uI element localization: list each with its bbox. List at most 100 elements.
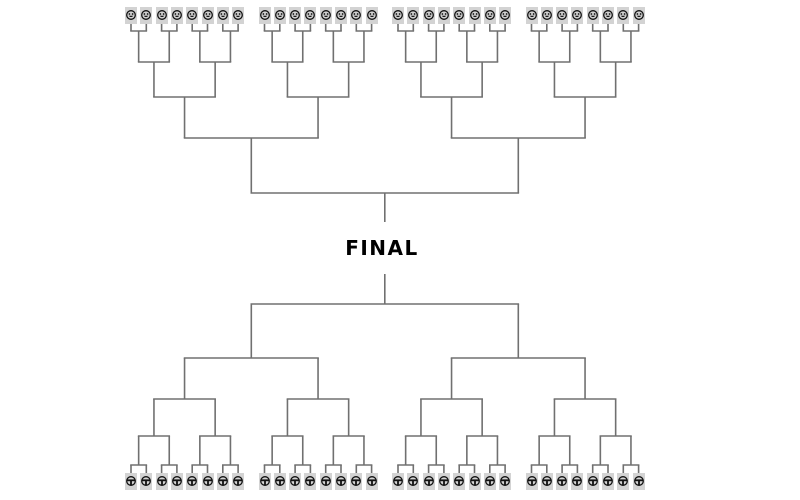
bottom-entrant-tile [422, 473, 435, 490]
helmet-icon [141, 476, 152, 486]
smiley-icon [305, 10, 316, 20]
smiley-icon [141, 10, 152, 20]
final-label: FINAL [345, 236, 419, 260]
helmet-icon [320, 476, 331, 486]
helmet-icon [290, 476, 301, 486]
helmet-icon [526, 476, 537, 486]
smiley-icon [156, 10, 167, 20]
smiley-icon [541, 10, 552, 20]
top-entrant-tile [483, 7, 496, 24]
smiley-icon [500, 10, 511, 20]
bottom-entrant-tile [186, 473, 199, 490]
helmet-icon [126, 476, 136, 486]
bottom-entrant-tile [540, 473, 553, 490]
smiley-icon [259, 10, 270, 20]
helmet-icon [469, 476, 480, 486]
helmet-icon [202, 476, 213, 486]
helmet-icon [633, 476, 644, 486]
top-entrant-tile [304, 7, 317, 24]
top-entrant-tile [422, 7, 435, 24]
smiley-icon [126, 10, 136, 20]
smiley-icon [187, 10, 198, 20]
bottom-entrant-tile [304, 473, 317, 490]
helmet-icon [408, 476, 419, 486]
bottom-entrant-tile [407, 473, 420, 490]
bottom-entrant-tile [125, 473, 137, 490]
helmet-icon [587, 476, 598, 486]
bottom-entrant-tile [201, 473, 214, 490]
bottom-entrant-tile [350, 473, 363, 490]
bottom-entrant-tile [586, 473, 599, 490]
top-entrant-tile [586, 7, 599, 24]
bottom-entrant-tile [216, 473, 229, 490]
helmet-icon [423, 476, 434, 486]
smiley-icon [274, 10, 285, 20]
bottom-entrant-tile [632, 473, 645, 490]
top-entrant-tile [216, 7, 229, 24]
smiley-icon [336, 10, 346, 20]
bottom-entrant-tile [289, 473, 302, 490]
smiley-icon [633, 10, 644, 20]
top-entrant-tile [155, 7, 168, 24]
smiley-icon [408, 10, 419, 20]
smiley-icon [557, 10, 568, 20]
bottom-entrant-tile [602, 473, 614, 490]
helmet-icon [156, 476, 167, 486]
smiley-icon [454, 10, 465, 20]
smiley-icon [202, 10, 213, 20]
helmet-icon [603, 476, 613, 486]
bottom-entrant-tile [232, 473, 245, 490]
top-entrant-tile [468, 7, 481, 24]
bottom-entrant-tile [437, 473, 450, 490]
top-entrant-tile [392, 7, 404, 24]
helmet-icon [233, 476, 244, 486]
helmet-icon [557, 476, 568, 486]
smiley-icon [423, 10, 434, 20]
top-entrant-tile [186, 7, 199, 24]
bottom-entrant-tile [499, 473, 512, 490]
helmet-icon [187, 476, 198, 486]
top-entrant-tile [201, 7, 214, 24]
smiley-icon [618, 10, 629, 20]
top-entrant-tile [407, 7, 420, 24]
bottom-entrant-tile [453, 473, 466, 490]
helmet-icon [500, 476, 511, 486]
smiley-icon [572, 10, 583, 20]
smiley-icon [217, 10, 228, 20]
top-entrant-tile [571, 7, 584, 24]
bottom-entrant-tile [140, 473, 153, 490]
top-entrant-tile [602, 7, 614, 24]
helmet-icon [572, 476, 583, 486]
helmet-icon [217, 476, 228, 486]
top-entrant-tile [365, 7, 378, 24]
bottom-entrant-tile [258, 473, 271, 490]
bottom-entrant-tile [335, 473, 347, 490]
top-entrant-tile [140, 7, 153, 24]
helmet-icon [438, 476, 449, 486]
helmet-icon [171, 476, 182, 486]
helmet-icon [454, 476, 465, 486]
smiley-icon [469, 10, 480, 20]
helmet-icon [336, 476, 346, 486]
helmet-icon [259, 476, 270, 486]
bottom-entrant-tile [525, 473, 538, 490]
top-entrant-tile [617, 7, 630, 24]
helmet-icon [274, 476, 285, 486]
top-entrant-tile [232, 7, 245, 24]
smiley-icon [320, 10, 331, 20]
top-entrant-tile [125, 7, 137, 24]
top-entrant-tile [289, 7, 302, 24]
smiley-icon [438, 10, 449, 20]
bottom-entrant-tile [571, 473, 584, 490]
helmet-icon [366, 476, 377, 486]
bottom-entrant-tile [483, 473, 496, 490]
smiley-icon [290, 10, 301, 20]
smiley-icon [587, 10, 598, 20]
helmet-icon [393, 476, 403, 486]
top-entrant-tile [258, 7, 271, 24]
helmet-icon [351, 476, 362, 486]
smiley-icon [603, 10, 613, 20]
bottom-entrant-tile [468, 473, 481, 490]
smiley-icon [484, 10, 495, 20]
